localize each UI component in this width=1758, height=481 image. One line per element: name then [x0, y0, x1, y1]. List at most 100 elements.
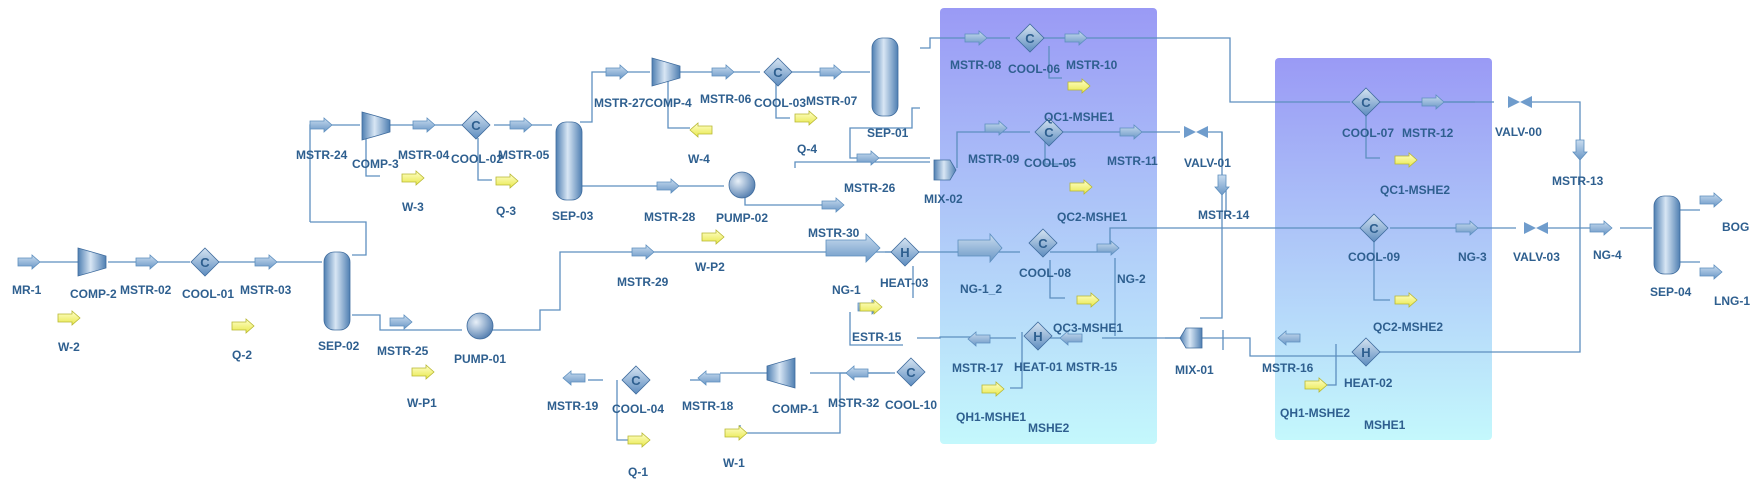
- unit-label-pump-01: PUMP-01: [454, 352, 507, 366]
- stream-label-mstr-11: MSTR-11: [1107, 154, 1158, 168]
- unit-label-heat-03: HEAT-03: [880, 276, 929, 290]
- energy-label-qh1-mshe2: QH1-MSHE2: [1280, 406, 1351, 420]
- unit-label-pump-02: PUMP-02: [716, 211, 769, 225]
- cooler-icon: C: [1015, 23, 1045, 53]
- separator-icon: [871, 37, 899, 117]
- svg-text:C: C: [471, 118, 481, 133]
- stream-label-mstr-10: MSTR-10: [1066, 58, 1118, 72]
- stream-label-mstr-18: MSTR-18: [682, 399, 734, 413]
- unit-label-cool-02: COOL-02: [451, 152, 504, 166]
- pump-icon: [466, 312, 494, 340]
- unit-label-cool-01: COOL-01: [182, 287, 235, 301]
- stream-label-mstr-19: MSTR-19: [547, 399, 599, 413]
- stream-label-mstr-16: MSTR-16: [1262, 361, 1314, 375]
- mixer-icon: [933, 159, 957, 181]
- unit-label-cool-10: COOL-10: [885, 398, 938, 412]
- unit-label-cool-05: COOL-05: [1024, 156, 1077, 170]
- compressor-icon: [361, 111, 391, 141]
- cooler-icon: C: [1351, 87, 1381, 117]
- svg-text:C: C: [1038, 236, 1048, 251]
- stream-label-ng-1: NG-1: [832, 283, 861, 297]
- unit-label-valv-00: VALV-00: [1495, 125, 1542, 139]
- unit-label-mix-02: MIX-02: [924, 192, 963, 206]
- stream-label-mstr-26: MSTR-26: [844, 181, 896, 195]
- stream-label-mstr-17: MSTR-17: [952, 361, 1004, 375]
- cooler-icon: C: [621, 365, 651, 395]
- mshe1-panel: [1275, 58, 1492, 440]
- stream-label-mstr-28: MSTR-28: [644, 210, 696, 224]
- svg-text:C: C: [631, 373, 641, 388]
- pump-icon: [728, 171, 756, 199]
- energy-label-w-3: W-3: [402, 200, 424, 214]
- unit-label-sep-02: SEP-02: [318, 339, 360, 353]
- energy-label-qc1-mshe1: QC1-MSHE1: [1044, 110, 1115, 124]
- stream-label-ng-1-2: NG-1_2: [960, 282, 1003, 296]
- cooler-icon: C: [896, 357, 926, 387]
- cooler-icon: C: [1034, 117, 1064, 147]
- energy-label-q-3: Q-3: [496, 204, 517, 218]
- unit-label-cool-04: COOL-04: [612, 402, 665, 416]
- svg-text:H: H: [1033, 329, 1042, 344]
- exchangers: C C C C C H C H C C C C H: [190, 23, 1389, 395]
- stream-label-mstr-08: MSTR-08: [950, 58, 1002, 72]
- cooler-icon: C: [1359, 213, 1389, 243]
- heater-icon: H: [1023, 321, 1053, 351]
- heater-icon: H: [890, 237, 920, 267]
- energy-label-w-p2: W-P2: [695, 260, 725, 274]
- unit-label-comp-4: COMP-4: [645, 96, 692, 110]
- stream-label-estr-15: ESTR-15: [852, 330, 902, 344]
- unit-label-cool-06: COOL-06: [1008, 62, 1061, 76]
- stream-label-mstr-30: MSTR-30: [808, 226, 860, 240]
- unit-label-cool-09: COOL-09: [1348, 250, 1401, 264]
- svg-text:C: C: [906, 365, 916, 380]
- stream-label-bog: BOG: [1722, 220, 1750, 234]
- stream-label-mstr-04: MSTR-04: [398, 148, 450, 162]
- stream-label-mstr-13: MSTR-13: [1552, 174, 1604, 188]
- svg-text:C: C: [1369, 221, 1379, 236]
- stream-label-ng-3: NG-3: [1458, 250, 1487, 264]
- energy-label-q-4: Q-4: [797, 142, 818, 156]
- compressor-icon: [766, 357, 796, 389]
- energy-label-q-1: Q-1: [628, 465, 649, 479]
- mshe2-panel: [940, 8, 1157, 444]
- unit-label-comp-3: COMP-3: [352, 157, 399, 171]
- compressor-icon: [77, 247, 107, 277]
- unit-label-cool-07: COOL-07: [1342, 126, 1395, 140]
- energy-label-w-4: W-4: [688, 152, 710, 166]
- stream-label-mstr-09: MSTR-09: [968, 152, 1020, 166]
- stream-label-mstr-25: MSTR-25: [377, 344, 429, 358]
- energy-label-qc2-mshe2: QC2-MSHE2: [1373, 320, 1444, 334]
- svg-text:C: C: [773, 65, 783, 80]
- unit-label-sep-01: SEP-01: [867, 126, 909, 140]
- compressor-icon: [651, 57, 681, 87]
- pipes: [40, 37, 1700, 441]
- stream-arrows: [17, 30, 1723, 386]
- stream-label-mstr-12: MSTR-12: [1402, 126, 1454, 140]
- unit-label-valv-03: VALV-03: [1513, 250, 1560, 264]
- energy-label-qc3-mshe1: QC3-MSHE1: [1053, 321, 1124, 335]
- unit-label-mix-01: MIX-01: [1175, 363, 1214, 377]
- energy-label-q-2: Q-2: [232, 348, 253, 362]
- stream-label-mstr-14: MSTR-14: [1198, 208, 1250, 222]
- heater-icon: H: [1351, 337, 1381, 367]
- svg-text:H: H: [1361, 345, 1370, 360]
- stream-label-mstr-32: MSTR-32: [828, 396, 880, 410]
- stream-label-mstr-24: MSTR-24: [296, 148, 348, 162]
- valve-icon: [1524, 222, 1548, 234]
- energy-label-w-1: W-1: [723, 456, 745, 470]
- stream-label-mstr-06: MSTR-06: [700, 92, 752, 106]
- panel-label-mshe2: MSHE2: [1028, 421, 1070, 435]
- unit-label-cool-08: COOL-08: [1019, 266, 1072, 280]
- stream-label-ng-2: NG-2: [1117, 272, 1146, 286]
- energy-label-w-p1: W-P1: [407, 396, 437, 410]
- stream-label-mstr-29: MSTR-29: [617, 275, 669, 289]
- svg-text:C: C: [1361, 95, 1371, 110]
- svg-text:C: C: [1025, 31, 1035, 46]
- separator-icon: [555, 121, 583, 201]
- stream-label-mstr-15: MSTR-15: [1066, 360, 1118, 374]
- valve-icon: [1508, 96, 1532, 108]
- svg-text:C: C: [200, 255, 210, 270]
- stream-label-ng-4: NG-4: [1593, 248, 1622, 262]
- separator-icon: [323, 251, 351, 331]
